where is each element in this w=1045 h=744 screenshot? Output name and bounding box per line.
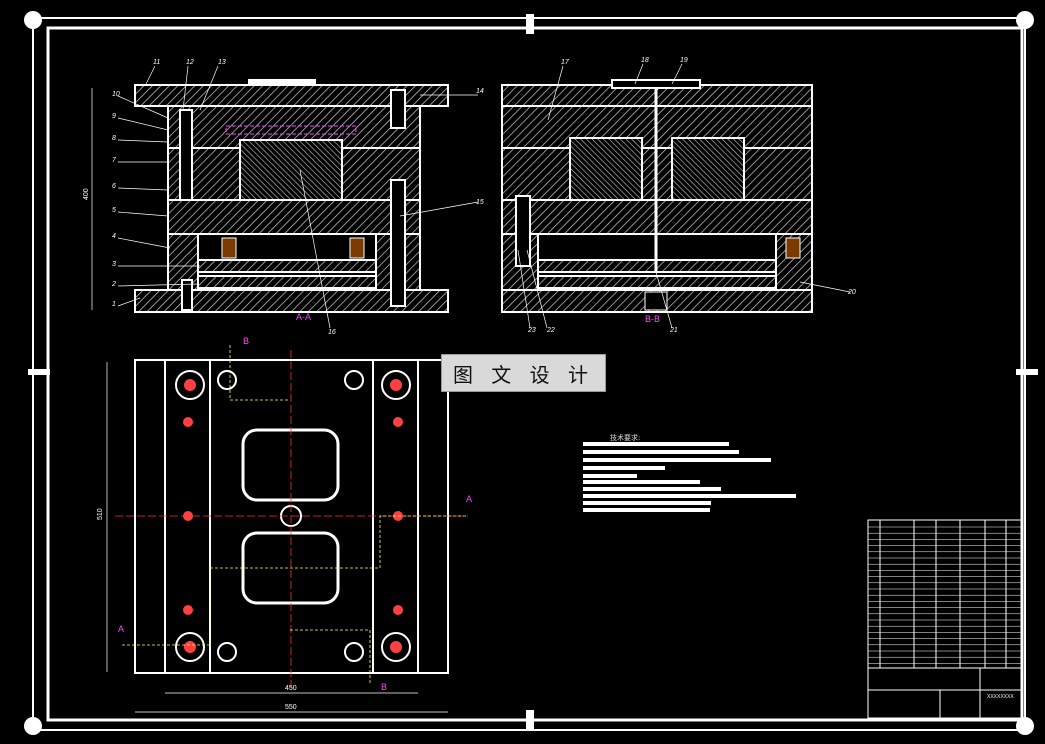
title-block — [867, 519, 1023, 719]
watermark: 图 文 设 计 — [441, 354, 606, 392]
svg-text:20: 20 — [847, 289, 856, 296]
dim-inner-width: 450 — [285, 685, 297, 692]
svg-text:4: 4 — [112, 233, 116, 240]
part-numbers-left: 11 12 13 14 10 9 8 7 6 5 4 3 2 1 15 16 — [111, 59, 484, 336]
svg-text:17: 17 — [561, 59, 570, 66]
svg-text:12: 12 — [186, 59, 194, 66]
svg-text:13: 13 — [218, 59, 226, 66]
svg-text:16: 16 — [328, 329, 336, 336]
part-numbers-right: 17 18 19 20 21 22 23 — [527, 57, 856, 334]
svg-text:5: 5 — [112, 207, 116, 214]
section-b-b — [501, 79, 813, 313]
svg-text:18: 18 — [641, 57, 649, 64]
cut-marker-b-top: B — [243, 336, 249, 346]
svg-text:21: 21 — [669, 327, 678, 334]
drawing-number: XXXXXXXX — [987, 694, 1014, 700]
cut-marker-a-right: A — [466, 494, 472, 504]
svg-text:2: 2 — [111, 281, 116, 288]
svg-text:22: 22 — [546, 327, 555, 334]
svg-text:14: 14 — [476, 88, 484, 95]
section-label-aa: A-A — [296, 312, 311, 322]
dim-plate-height: 510 — [97, 508, 104, 520]
svg-text:19: 19 — [680, 57, 688, 64]
svg-text:7: 7 — [112, 157, 117, 164]
svg-text:10: 10 — [112, 91, 120, 98]
dim-outer-width: 550 — [285, 704, 297, 711]
section-a-a — [91, 79, 449, 313]
cut-marker-a-left: A — [118, 624, 124, 634]
svg-text:15: 15 — [476, 199, 484, 206]
svg-text:11: 11 — [153, 59, 160, 66]
svg-text:6: 6 — [112, 183, 116, 190]
svg-text:9: 9 — [112, 113, 116, 120]
svg-text:3: 3 — [112, 261, 116, 268]
cut-marker-b-bottom: B — [381, 682, 387, 692]
technical-notes-lines — [583, 442, 796, 512]
plan-view — [106, 345, 468, 713]
leaders-left — [117, 65, 479, 329]
technical-notes-title: 技术要求: — [610, 434, 641, 442]
dim-height: 400 — [83, 188, 90, 200]
svg-text:23: 23 — [527, 327, 536, 334]
svg-text:8: 8 — [112, 135, 116, 142]
section-label-bb: B-B — [645, 314, 660, 324]
svg-text:1: 1 — [112, 301, 116, 308]
